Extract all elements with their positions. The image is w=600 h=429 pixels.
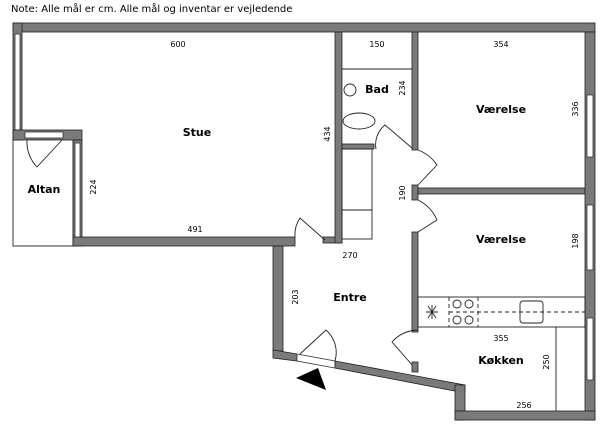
entrance-arrow-icon — [296, 368, 326, 390]
wall-bottom — [454, 410, 596, 421]
room-label-vaerelse-2: Værelse — [476, 233, 526, 246]
wall-vaerelse1-left — [411, 31, 419, 151]
wall-stub — [411, 361, 419, 373]
dim-hall-side: 190 — [398, 185, 407, 200]
dim-stue-top: 600 — [170, 40, 185, 49]
kitchen-sink-icon — [519, 300, 544, 324]
dim-vaerelse2-side: 198 — [571, 233, 580, 248]
wall-bad-left — [334, 31, 343, 244]
wall-top — [12, 22, 596, 33]
wall-bad-bottom — [341, 143, 375, 150]
dim-koekken-bottom: 256 — [516, 401, 531, 410]
door-swing-stue — [294, 217, 326, 241]
room-label-stue: Stue — [183, 126, 211, 139]
room-label-entre: Entre — [333, 291, 367, 304]
dim-koekken-top: 355 — [493, 334, 508, 343]
toilet-icon — [342, 112, 376, 130]
dim-koekken-side: 250 — [542, 354, 551, 369]
room-label-vaerelse-1: Værelse — [476, 103, 526, 116]
window-koekken — [586, 317, 594, 381]
room-label-koekken: Køkken — [478, 354, 524, 367]
dim-bad-side: 234 — [398, 80, 407, 95]
wall-hall-stub — [411, 184, 419, 201]
dim-entre-side: 203 — [291, 289, 300, 304]
fan-icon — [426, 305, 438, 319]
closet — [341, 148, 373, 240]
room-label-bad: Bad — [365, 83, 389, 96]
door-altan — [24, 131, 64, 139]
door-swing-vaerelse2 — [417, 199, 438, 233]
window-vaerelse2 — [586, 204, 594, 271]
hob-icon — [452, 299, 462, 309]
wall-vaerelse-divider — [417, 187, 586, 195]
dim-entre-top: 270 — [342, 251, 357, 260]
hob-icon — [452, 315, 462, 325]
entrance-door — [296, 353, 336, 369]
wall-slant-b — [334, 360, 466, 394]
door-swing-vaerelse1 — [417, 149, 438, 186]
dim-vaerelse1-side: 336 — [571, 101, 580, 116]
dim-stue-side: 434 — [323, 126, 332, 141]
door-swing-entre — [299, 329, 337, 362]
dim-bad-top: 150 — [369, 40, 384, 49]
door-swing-koekken — [391, 329, 419, 367]
room-label-altan: Altan — [28, 183, 61, 196]
counter-lines — [448, 297, 585, 327]
wall-vaerelse2-left — [411, 231, 419, 333]
window-stue-altan — [74, 142, 81, 239]
door-swing-bad — [375, 124, 413, 150]
wall-entre-left — [272, 245, 284, 352]
window-stue-left — [14, 33, 21, 131]
hob-icon — [464, 315, 474, 325]
dim-stue-bottom: 491 — [187, 225, 202, 234]
dim-altan-side: 224 — [89, 179, 98, 194]
hob-icon — [464, 299, 474, 309]
door-swing-altan — [26, 139, 63, 168]
sink-icon — [343, 83, 357, 97]
wall-stue-bottom — [72, 236, 296, 247]
note-text: Note: Alle mål er cm. Alle mål og invent… — [11, 4, 293, 15]
wall-slant-a — [272, 349, 298, 362]
dim-vaerelse1-top: 354 — [493, 40, 508, 49]
window-vaerelse1 — [586, 94, 594, 158]
